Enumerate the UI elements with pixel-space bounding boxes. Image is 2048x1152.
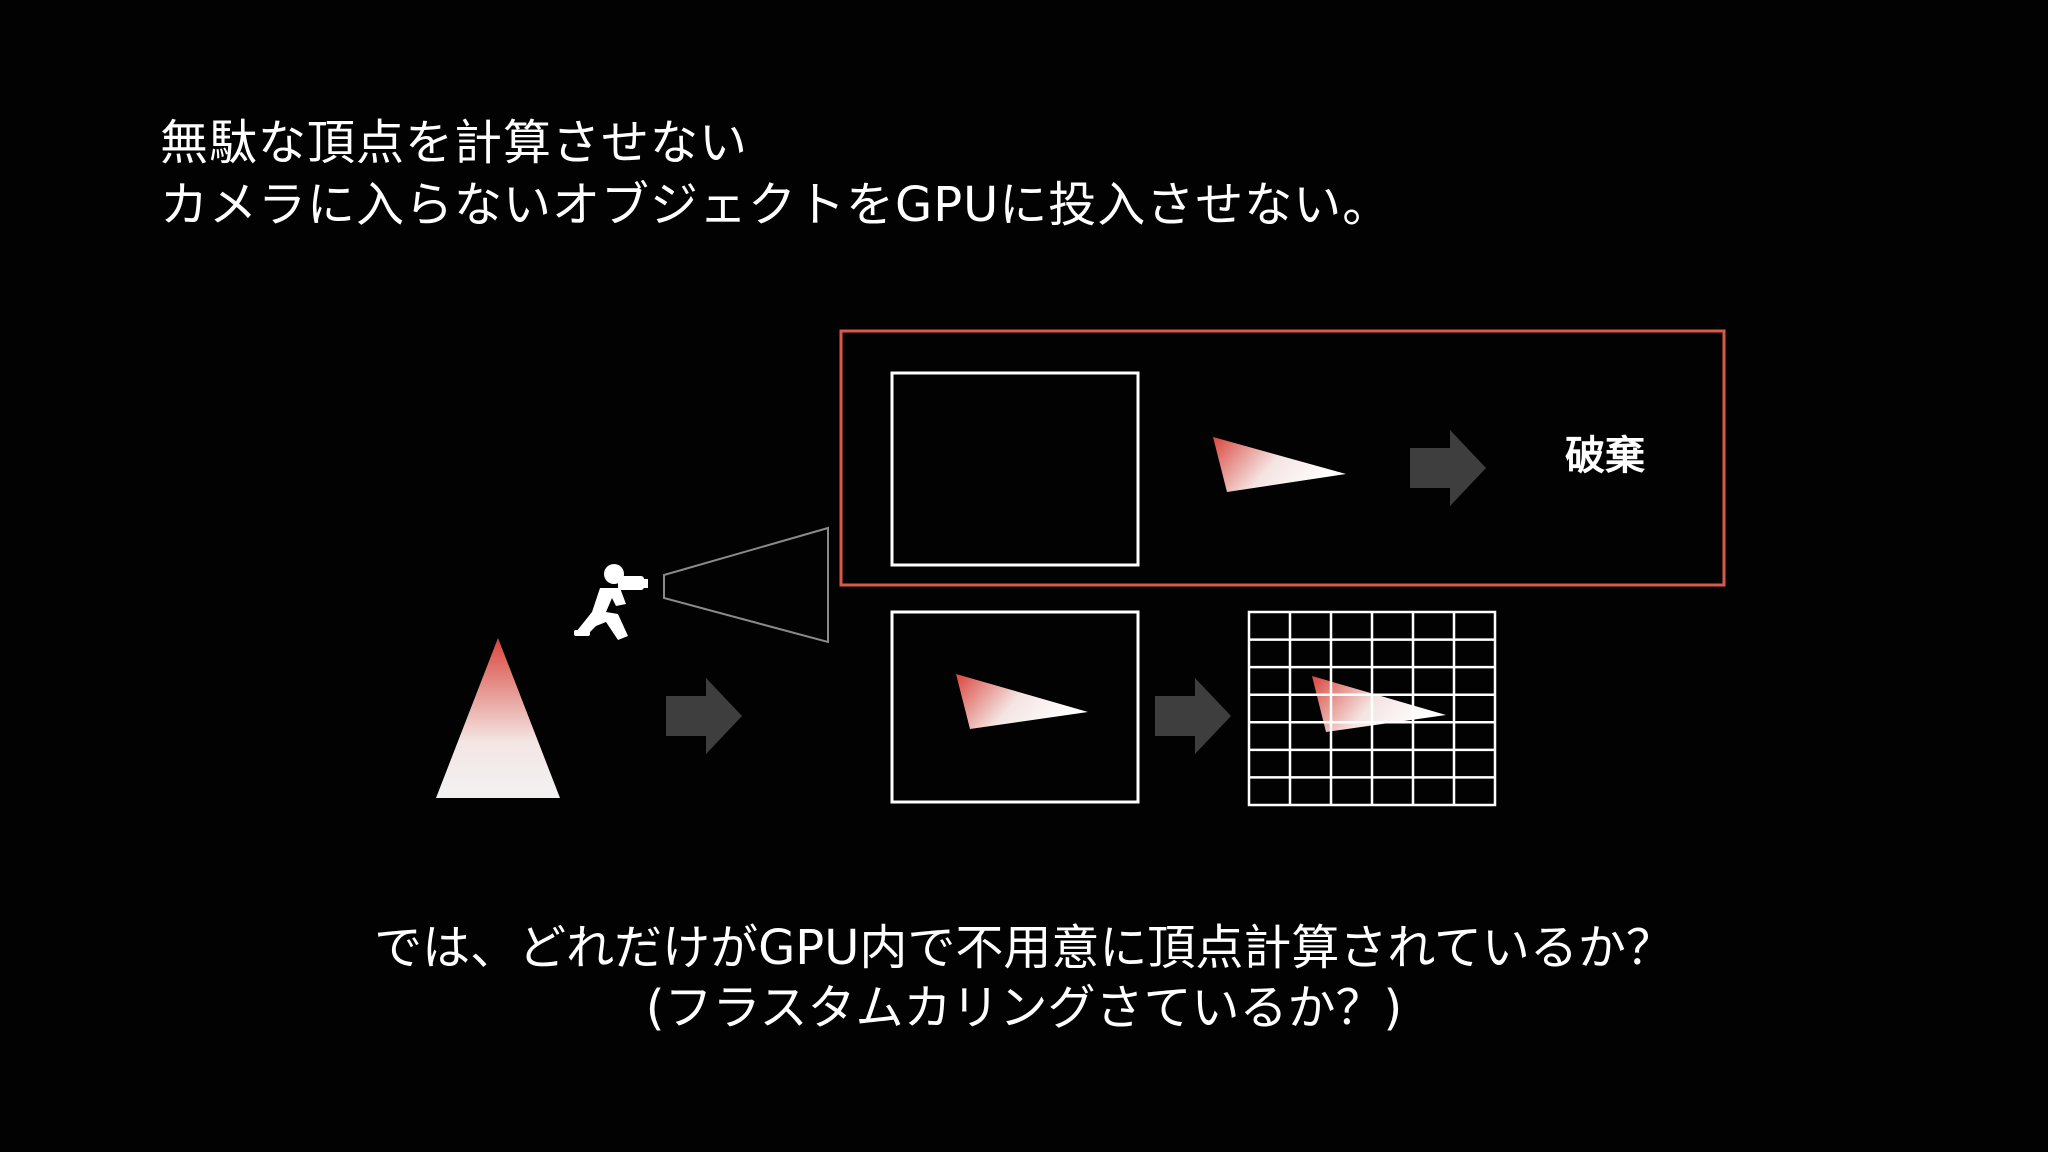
rasterized-pixel-grid [1247,610,1497,807]
culled-path-box [839,329,1726,587]
discard-label: 破棄 [1565,433,1645,479]
culled-view-frame [890,371,1140,567]
arrow-right-icon [1410,430,1486,506]
source-object-triangle [436,638,560,798]
camera-frustum [663,526,829,644]
question-text: では、どれだけがGPU内で不用意に頂点計算されているか？ (フラスタムカリングさ… [0,918,2048,1038]
heading-line-2: カメラに入らないオブジェクトをGPUに投入させない。 [160,177,1392,233]
visible-view-frame [890,610,1140,804]
slide-heading: 無駄な頂点を計算させない カメラに入らないオブジェクトをGPUに投入させない。 [160,112,1391,236]
heading-line-1: 無駄な頂点を計算させない [160,115,749,171]
photographer-icon [574,564,648,640]
visible-object-triangle [956,674,1088,729]
arrow-right-icon [666,678,742,754]
culled-object-triangle [1213,437,1346,492]
question-line-2: (フラスタムカリングさているか？) [645,980,1403,1036]
question-line-1: では、どれだけがGPU内で不用意に頂点計算されているか？ [374,920,1674,976]
arrow-right-icon [1155,678,1231,754]
